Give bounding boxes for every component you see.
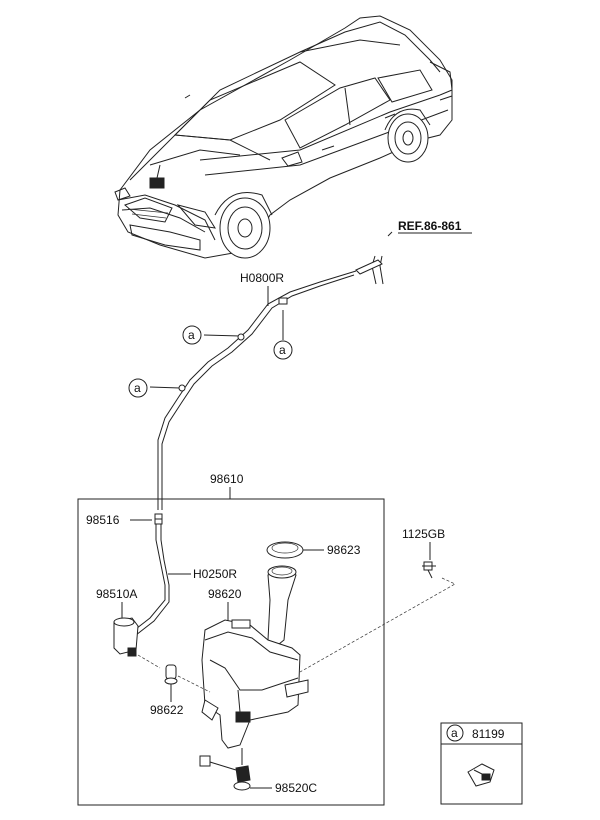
legend-box: a 81199 xyxy=(440,722,523,805)
washer-reservoir xyxy=(201,565,309,749)
washer-hose-line xyxy=(149,255,384,510)
washer-pump xyxy=(113,617,139,657)
check-valve xyxy=(154,513,163,525)
label-grommet: 98622 xyxy=(150,703,184,717)
svg-text:a: a xyxy=(188,328,195,342)
callout-a-1: a xyxy=(182,325,202,345)
label-hose-rear: H0250R xyxy=(193,567,237,581)
svg-text:a: a xyxy=(279,343,286,357)
car-illustration xyxy=(114,15,453,259)
label-reservoir-assembly: 98610 xyxy=(210,472,244,486)
level-sensor xyxy=(199,748,251,791)
label-reservoir: 98620 xyxy=(208,587,242,601)
bolt xyxy=(422,561,436,579)
label-hose-front: H0800R xyxy=(240,271,284,285)
label-check-valve: 98516 xyxy=(86,513,120,527)
assembly-frame xyxy=(77,498,385,806)
callout-a-2: a xyxy=(273,340,293,360)
callout-a-3: a xyxy=(128,378,148,398)
svg-text:a: a xyxy=(134,381,141,395)
label-pump: 98510A xyxy=(96,587,137,601)
grommet xyxy=(164,664,178,685)
clip-icon xyxy=(467,763,495,787)
label-level-sensor: 98520C xyxy=(275,781,317,795)
label-bolt: 1125GB xyxy=(402,527,445,541)
reservoir-cap xyxy=(266,541,304,559)
label-cap: 98623 xyxy=(327,543,361,557)
legend-part-number: 81199 xyxy=(472,727,505,741)
ref-label: REF.86-861 xyxy=(398,219,462,233)
legend-letter: a xyxy=(451,726,458,740)
